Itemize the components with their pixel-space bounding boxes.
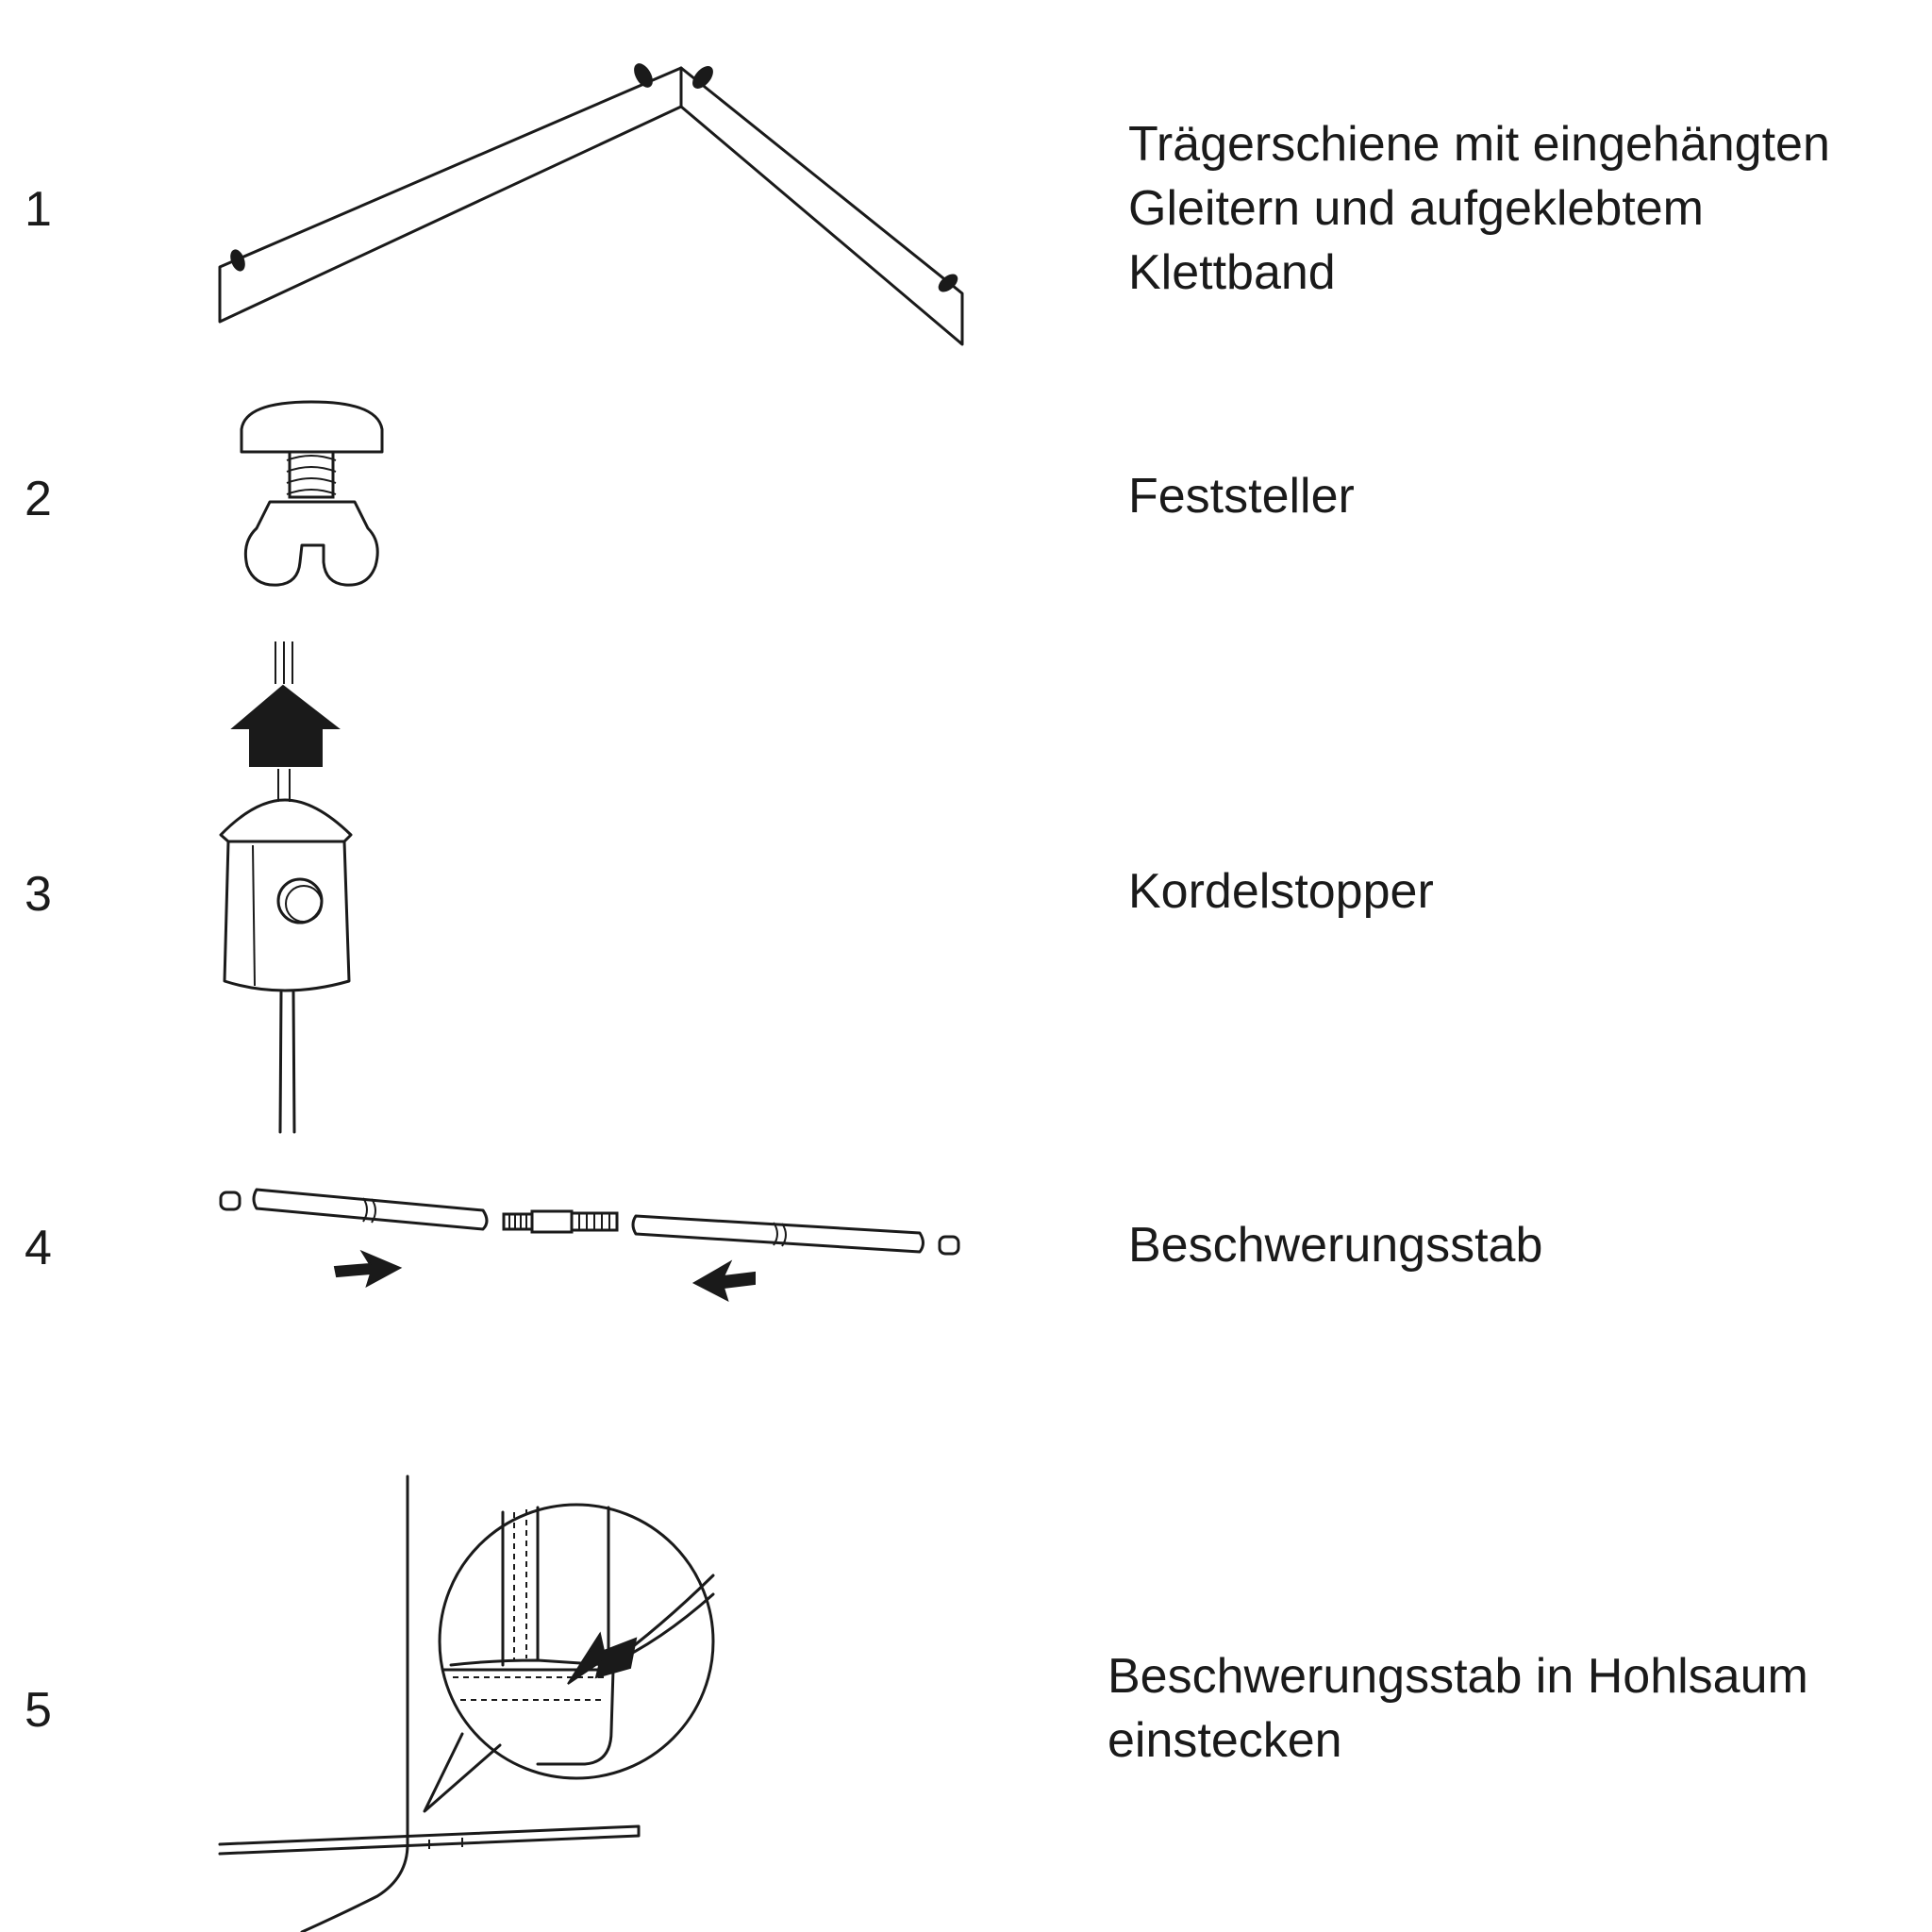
item-5-label-line-2: einstecken	[1108, 1713, 1342, 1768]
cord-stopper-icon	[219, 641, 353, 1134]
carrier-rail-icon	[218, 63, 964, 346]
item-3-number: 3	[25, 867, 52, 922]
item-1-label-line-2: Gleitern und aufgeklebtem	[1128, 181, 1704, 236]
item-2-label: Feststeller	[1128, 464, 1355, 528]
item-2-label-line-1: Feststeller	[1128, 469, 1355, 524]
item-1-label: Trägerschiene mit eingehängten Gleitern …	[1128, 112, 1830, 305]
lock-knob-icon	[240, 400, 384, 587]
item-1-number: 1	[25, 182, 52, 237]
item-4-label: Beschwerungsstab	[1128, 1213, 1542, 1277]
item-4-label-line-1: Beschwerungsstab	[1128, 1218, 1543, 1273]
item-3-label-line-1: Kordelstopper	[1128, 864, 1434, 919]
item-2-number: 2	[25, 472, 52, 526]
item-4-number: 4	[25, 1221, 52, 1275]
insert-bar-hem-icon	[218, 1474, 715, 1932]
item-5-label-line-1: Beschwerungsstab in Hohlsaum	[1108, 1649, 1808, 1704]
item-5-label: Beschwerungsstab in Hohlsaum einstecken	[1108, 1644, 1808, 1773]
item-1-label-line-3: Klettband	[1128, 245, 1336, 300]
item-1-label-line-1: Trägerschiene mit eingehängten	[1128, 117, 1830, 172]
weight-bar-icon	[219, 1188, 960, 1302]
item-3-label: Kordelstopper	[1128, 859, 1434, 924]
item-5-number: 5	[25, 1683, 52, 1738]
